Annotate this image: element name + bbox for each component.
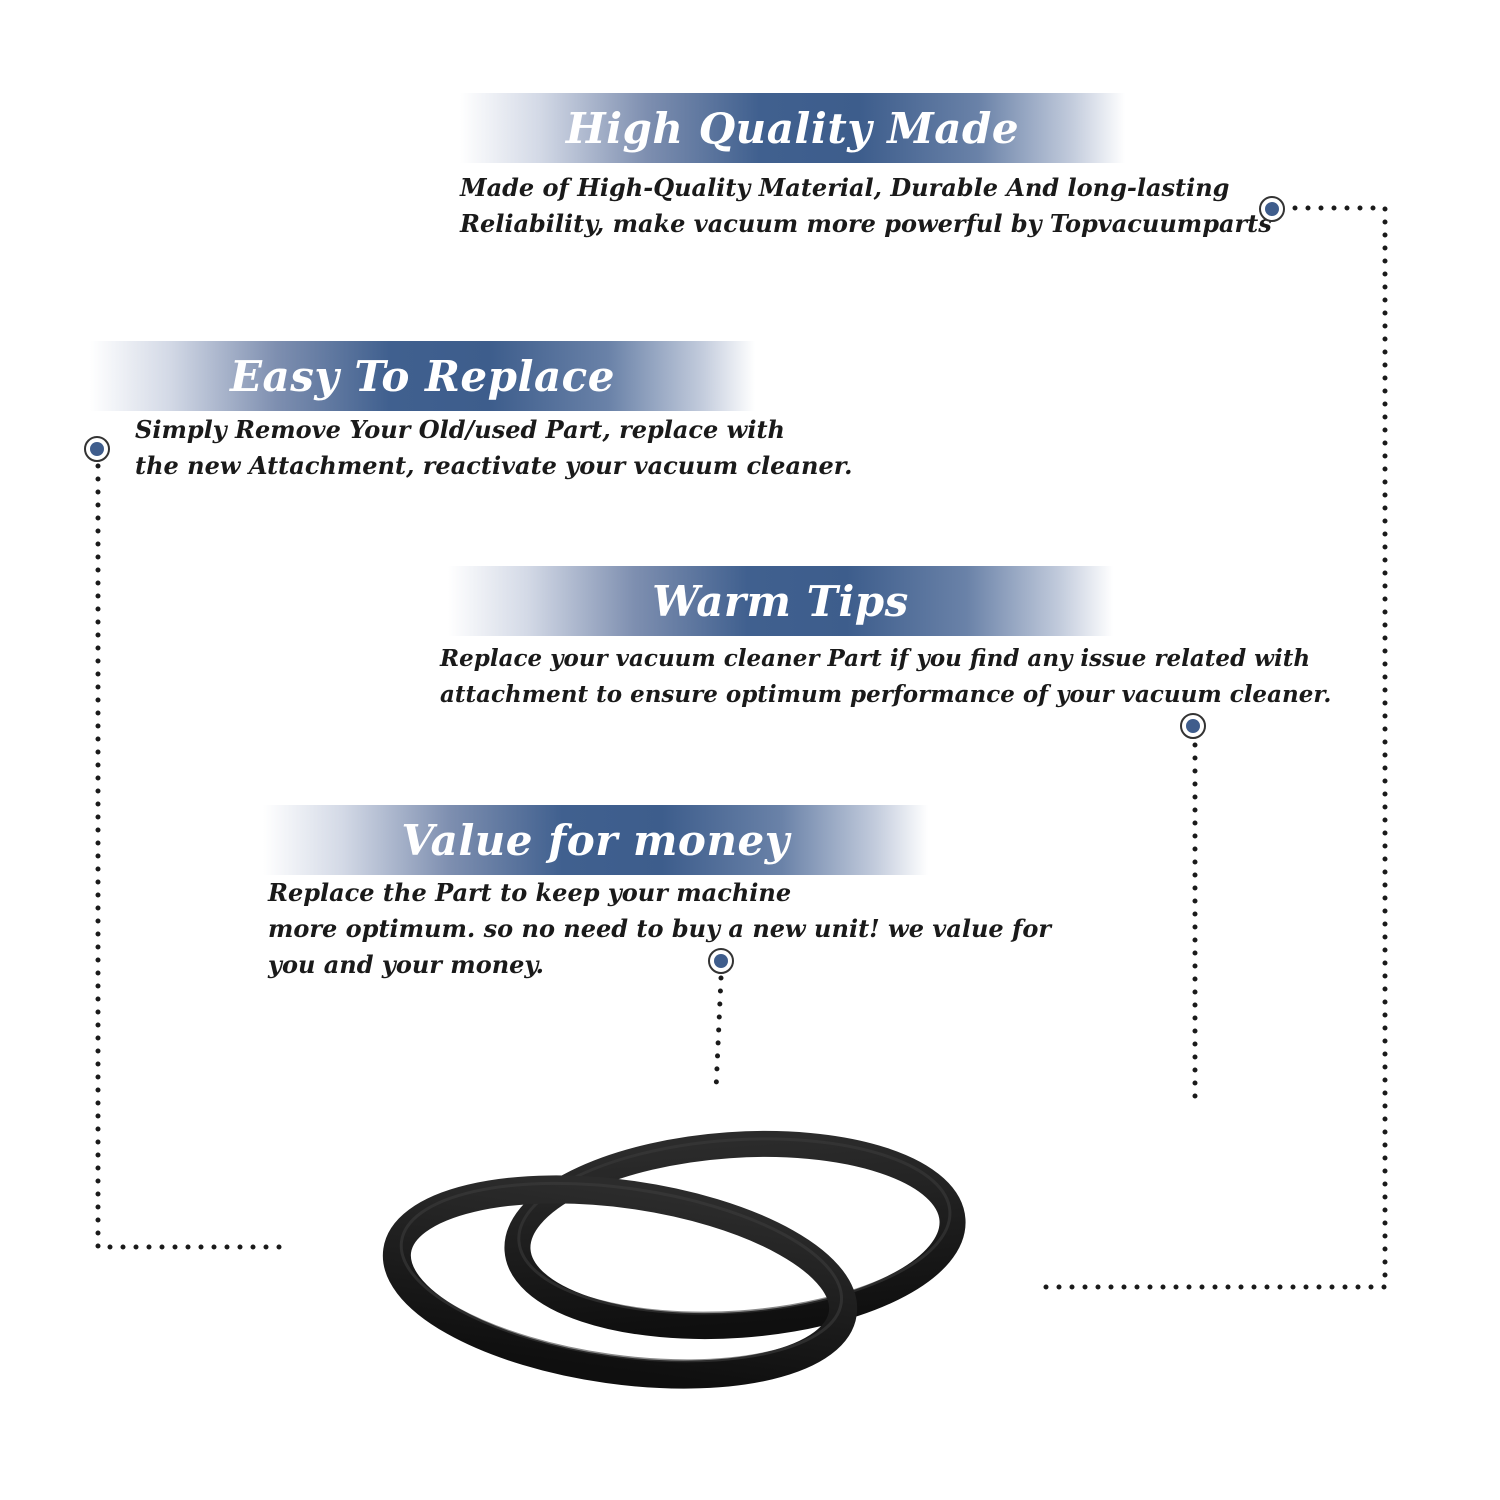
description-line: Made of High-Quality Material, Durable A… bbox=[460, 173, 1230, 202]
section-title: Warm Tips bbox=[652, 576, 909, 626]
section-title: Value for money bbox=[401, 815, 790, 865]
target-dot-icon bbox=[1259, 196, 1285, 222]
description-line: Reliability, make vacuum more powerful b… bbox=[460, 209, 1272, 238]
description-line: the new Attachment, reactivate your vacu… bbox=[135, 451, 853, 480]
banner-value-money: Value for money bbox=[263, 805, 928, 875]
connector-value bbox=[713, 975, 724, 1093]
section-title: Easy To Replace bbox=[230, 351, 615, 401]
target-dot-icon bbox=[708, 948, 734, 974]
description-line: Replace the Part to keep your machine bbox=[268, 878, 792, 907]
description-line: attachment to ensure optimum performance… bbox=[440, 681, 1332, 708]
target-dot-icon bbox=[84, 436, 110, 462]
banner-easy-replace: Easy To Replace bbox=[90, 341, 755, 411]
description-line: Simply Remove Your Old/used Part, replac… bbox=[135, 415, 785, 444]
description-easy-replace: Simply Remove Your Old/used Part, replac… bbox=[135, 412, 853, 484]
connector-easy-replace bbox=[95, 463, 293, 1250]
description-line: more optimum. so no need to buy a new un… bbox=[268, 914, 1051, 943]
back-o-ring bbox=[504, 1130, 966, 1340]
banner-warm-tips: Warm Tips bbox=[448, 566, 1113, 636]
banner-high-quality: High Quality Made bbox=[460, 93, 1125, 163]
front-o-ring bbox=[382, 1175, 858, 1389]
description-high-quality: Made of High-Quality Material, Durable A… bbox=[460, 170, 1272, 242]
description-warm-tips: Replace your vacuum cleaner Part if you … bbox=[440, 641, 1331, 713]
description-value-money: Replace the Part to keep your machine mo… bbox=[268, 875, 1051, 983]
target-dot-icon bbox=[1180, 713, 1206, 739]
section-title: High Quality Made bbox=[565, 103, 1020, 153]
description-line: you and your money. bbox=[268, 950, 544, 979]
description-line: Replace your vacuum cleaner Part if you … bbox=[440, 645, 1311, 672]
